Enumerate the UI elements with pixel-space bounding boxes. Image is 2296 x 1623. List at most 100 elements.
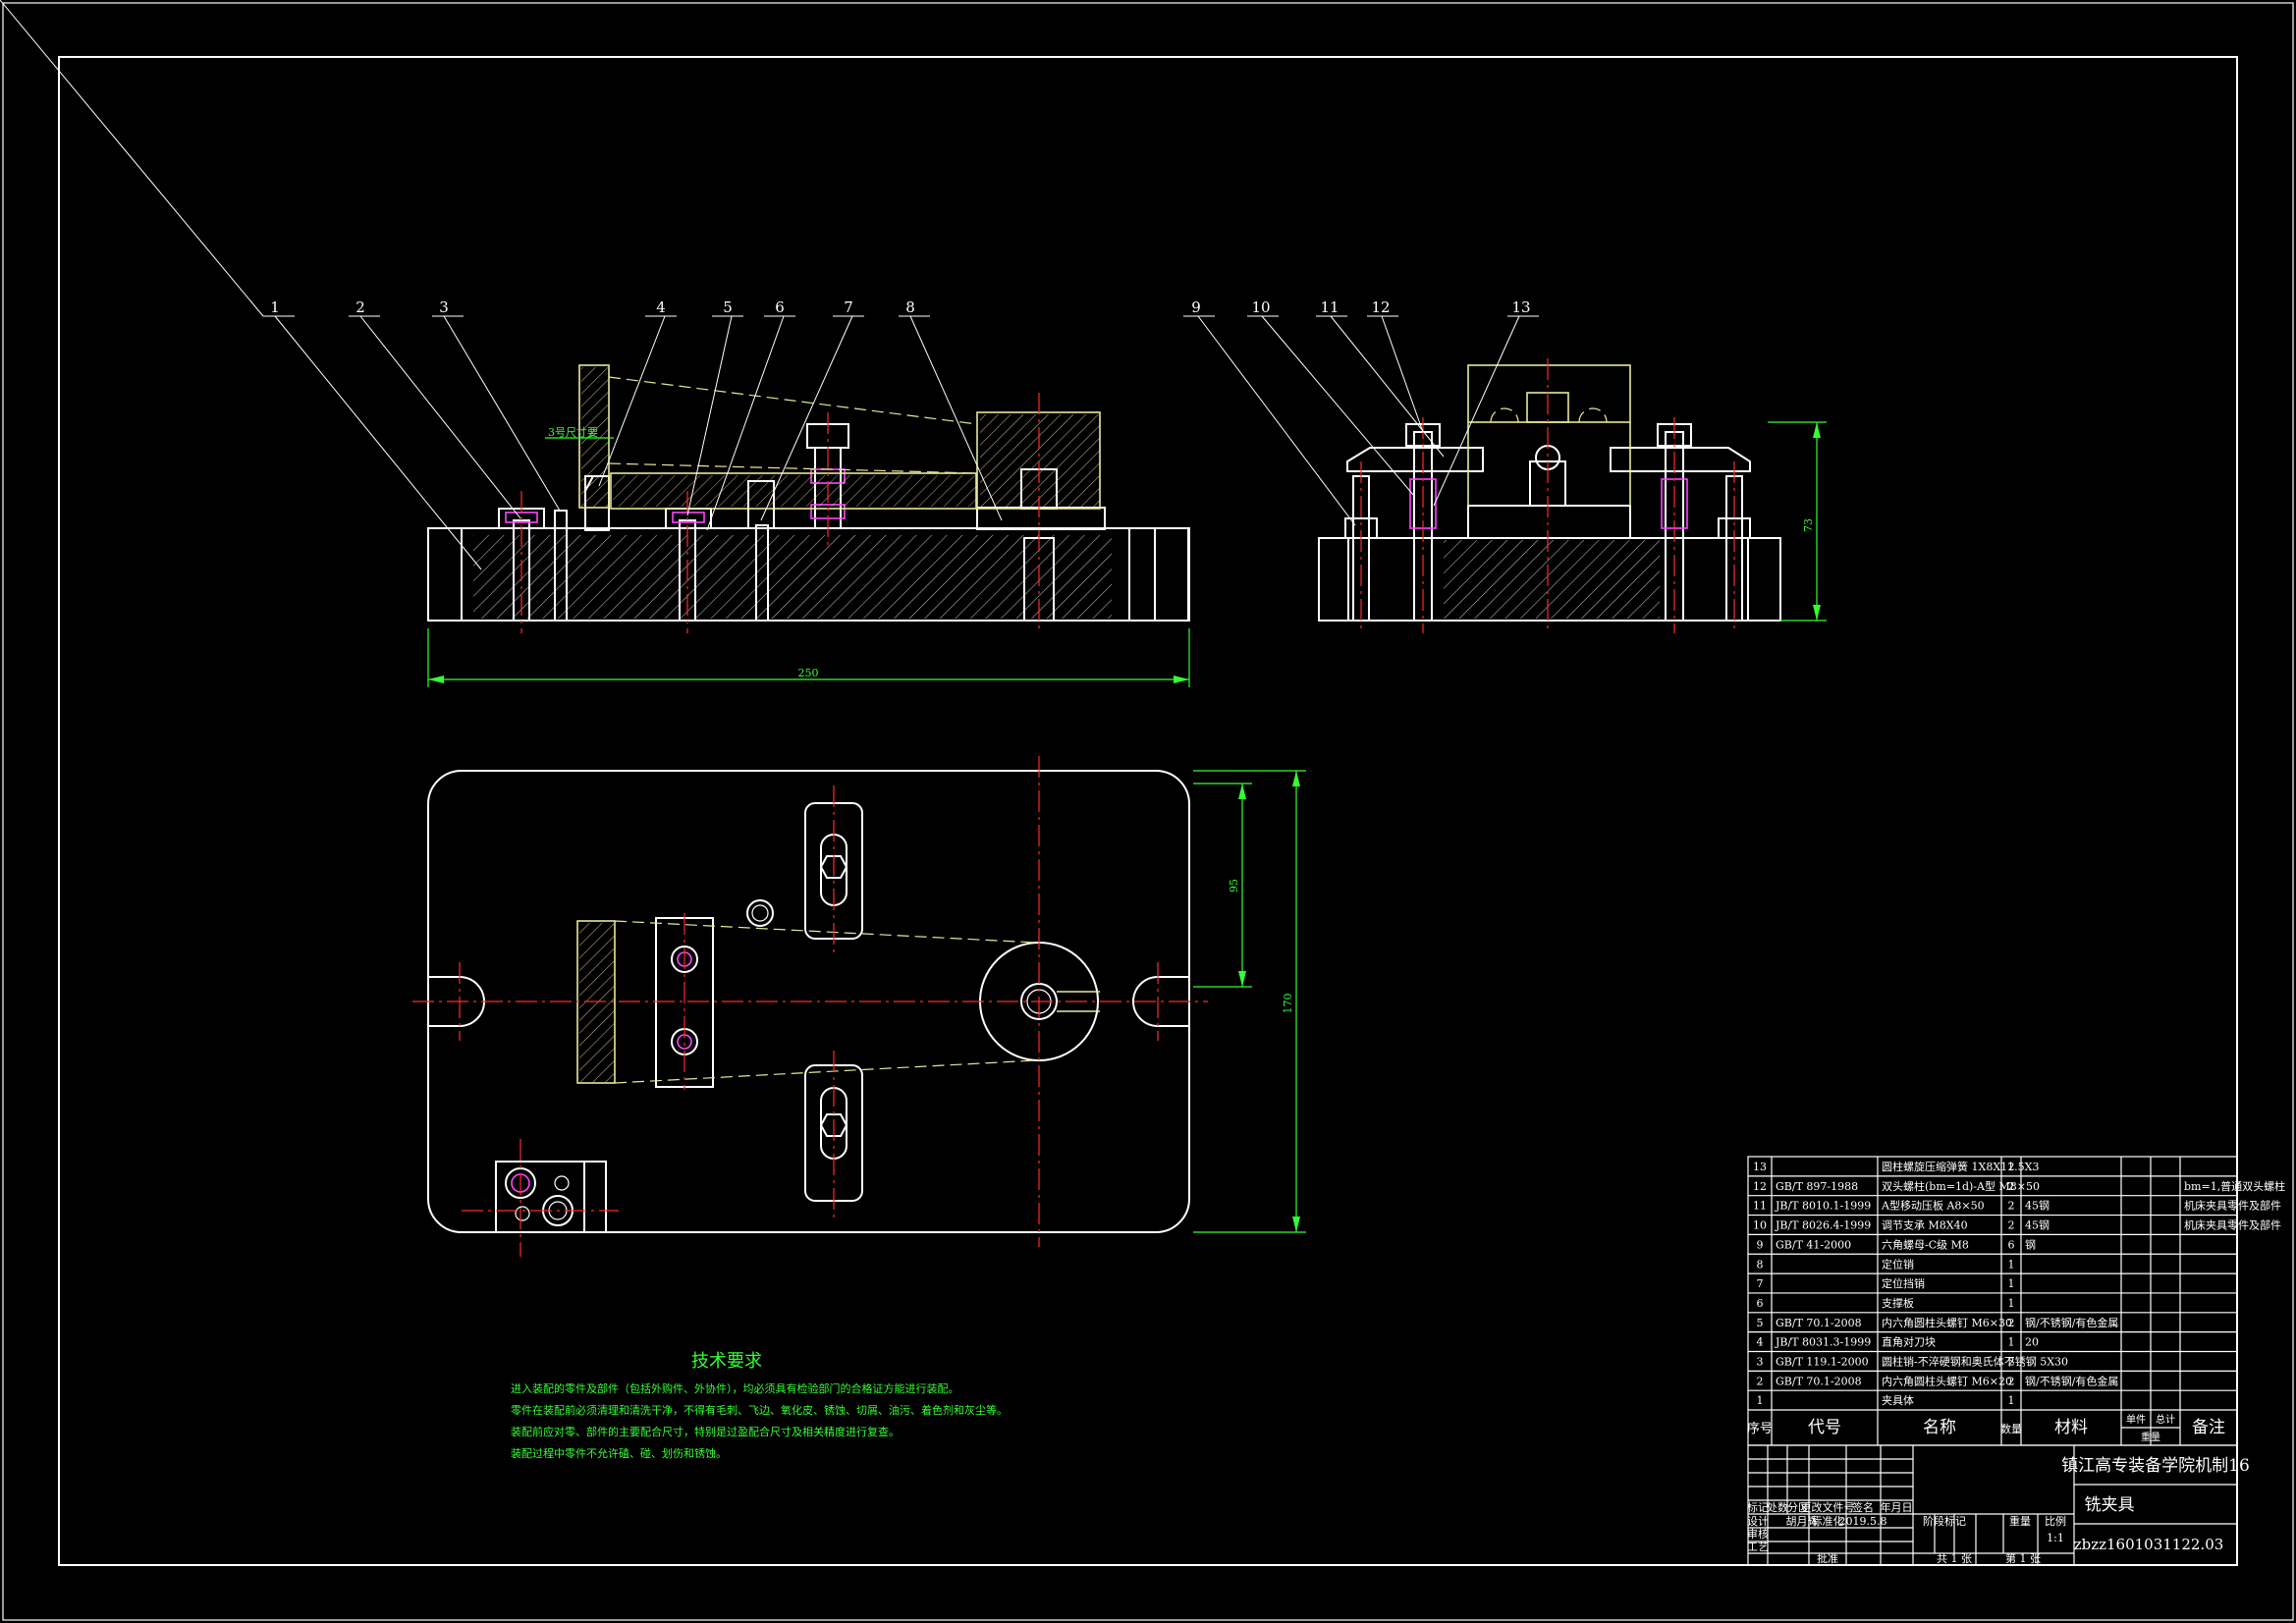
tech-title: 技术要求 [691, 1351, 762, 1372]
tb-label-weight: 重量 [2009, 1514, 2031, 1528]
tb-label-date: 年月日 [1881, 1500, 1913, 1514]
tb-label-sign: 签名 [1852, 1500, 1874, 1514]
bom-cell-note: 机床夹具零件及部件 [2184, 1199, 2281, 1213]
tech-line-1: 进入装配的零件及部件（包括外购件、外协件），均必须具有检验部门的合格证方能进行装… [511, 1381, 959, 1395]
bom-cell-name: 调节支承 M8X40 [1882, 1219, 1968, 1232]
tb-label-scale: 比例 [2045, 1514, 2066, 1528]
tb-drawing-no: zbzz1601031122.03 [2074, 1536, 2224, 1553]
balloon-1: 1 [270, 298, 280, 316]
balloon-6: 6 [775, 298, 785, 316]
hdr-note: 备注 [2192, 1418, 2225, 1437]
tb-label-review: 审核 [1747, 1527, 1769, 1541]
bom-cell-qty: 1 [2008, 1258, 2015, 1271]
front-section-view: 250 3号尺寸要 [427, 364, 1190, 687]
title-block: 标记 处数 分区 更改文件号 签名 年月日 设计 标准化 审核 工艺 批准 阶段… [1747, 1444, 2250, 1566]
tb-date: 2019.5.8 [1839, 1515, 1887, 1528]
bom-cell-no: 3 [1757, 1356, 1764, 1369]
bom-cell-material: 钢/不锈钢/有色金属 [2025, 1374, 2118, 1387]
dim-height: 73 [1802, 518, 1815, 532]
side-section-view: 73 [1318, 358, 1827, 633]
dim-length: 250 [798, 667, 819, 679]
bom-cell-qty: 1 [2008, 1336, 2015, 1349]
bom-cell-code: JB/T 8031.3-1999 [1775, 1336, 1871, 1349]
bom-cell-qty: 6 [2008, 1238, 2015, 1251]
bom-cell-code: GB/T 897-1988 [1776, 1180, 1858, 1193]
tech-line-4: 装配过程中零件不允许磕、碰、划伤和锈蚀。 [511, 1446, 727, 1460]
bom-cell-name: 内六角圆柱头螺钉 M6×20 [1882, 1374, 2012, 1387]
bom-cell-no: 5 [1757, 1317, 1764, 1329]
balloon-4: 4 [656, 298, 666, 316]
bom-cell-no: 7 [1757, 1277, 1764, 1290]
balloon-9: 9 [1191, 298, 1201, 316]
tb-designer: 胡月辉 [1786, 1514, 1819, 1528]
annotation-text: 3号尺寸要 [548, 425, 598, 439]
bom-cell-no: 10 [1753, 1219, 1767, 1232]
balloon-2: 2 [355, 298, 365, 316]
bom-cell-qty: 2 [2008, 1161, 2015, 1173]
bom-cell-name: 圆柱销-不淬硬钢和奥氏体不锈钢 5X30 [1882, 1355, 2068, 1369]
bom-cell-no: 9 [1757, 1238, 1764, 1251]
tb-label-process: 工艺 [1747, 1541, 1769, 1553]
balloon-11: 11 [1320, 298, 1339, 316]
bom-cell-material: 45钢 [2025, 1200, 2050, 1213]
bom-cell-qty: 1 [2008, 1394, 2015, 1407]
tb-sheets-total: 共 1 张 [1937, 1552, 1972, 1565]
bom-cell-material: 20 [2025, 1336, 2039, 1349]
bom-cell-name: 支撑板 [1882, 1296, 1914, 1310]
bom-cell-qty: 1 [2008, 1297, 2015, 1310]
bom-cell-code: JB/T 8010.1-1999 [1775, 1200, 1871, 1213]
balloon-8: 8 [905, 298, 915, 316]
hdr-qty: 数量 [2000, 1423, 2022, 1435]
hdr-no: 序号 [1747, 1422, 1773, 1436]
balloon-5: 5 [723, 298, 733, 316]
bom-cell-qty: 2 [2008, 1356, 2015, 1369]
balloon-leaders [0, 0, 1539, 570]
bom-cell-name: 圆柱螺旋压缩弹簧 1X8X11.5X3 [1882, 1160, 2039, 1173]
bom-cell-no: 13 [1753, 1161, 1767, 1173]
bom-cell-qty: 2 [2008, 1219, 2015, 1232]
bom-cell-qty: 2 [2008, 1317, 2015, 1329]
balloon-13: 13 [1511, 298, 1530, 316]
hdr-total-weight: 总计 [2156, 1413, 2175, 1426]
bom-cell-name: 双头螺柱(bm=1d)-A型 M8×50 [1882, 1179, 2040, 1193]
bom-cell-name: A型移动压板 A8×50 [1881, 1199, 1985, 1213]
bom-cell-name: 夹具体 [1882, 1393, 1914, 1407]
dim-pitch: 95 [1228, 879, 1240, 893]
tb-label-mark: 标记 [1747, 1500, 1769, 1514]
tech-line-3: 装配前应对零、部件的主要配合尺寸，特别是过盈配合尺寸及相关精度进行复查。 [511, 1425, 900, 1438]
technical-requirements: 技术要求 进入装配的零件及部件（包括外购件、外协件），均必须具有检验部门的合格证… [511, 1351, 1008, 1460]
tech-line-2: 零件在装配前必须清理和清洗干净，不得有毛刺、飞边、氧化皮、锈蚀、切屑、油污、着色… [511, 1403, 1008, 1417]
bom-cell-no: 1 [1757, 1394, 1764, 1407]
bom-cell-no: 2 [1757, 1375, 1764, 1387]
bom-cell-material: 钢 [2025, 1238, 2036, 1251]
bom-cell-name: 内六角圆柱头螺钉 M6×30 [1882, 1316, 2012, 1329]
tb-label-change: 更改文件号 [1801, 1500, 1855, 1514]
bom-cell-code: GB/T 119.1-2000 [1776, 1356, 1869, 1369]
balloon-12: 12 [1371, 298, 1390, 316]
top-view: 170 95 [412, 756, 1306, 1257]
bom-cell-material: 45钢 [2025, 1219, 2050, 1232]
bom-cell-name: 定位销 [1882, 1257, 1914, 1271]
body-hatch [473, 535, 1112, 619]
tb-label-standard: 标准化 [1812, 1514, 1844, 1528]
bom-cell-no: 6 [1757, 1297, 1764, 1310]
bom-cell-name: 直角对刀块 [1882, 1335, 1936, 1349]
hdr-material: 材料 [2054, 1418, 2088, 1437]
tb-school: 镇江高专装备学院机制16 [2061, 1456, 2250, 1476]
hdr-code: 代号 [1808, 1418, 1841, 1437]
bom-cell-qty: 2 [2008, 1180, 2015, 1193]
tb-label-design: 设计 [1747, 1515, 1769, 1528]
bom-cell-code: GB/T 70.1-2008 [1776, 1317, 1862, 1329]
bom-cell-qty: 1 [2008, 1277, 2015, 1290]
dim-width: 170 [1282, 994, 1294, 1014]
tb-label-count: 处数 [1767, 1501, 1788, 1514]
bom-cell-name: 定位挡销 [1882, 1276, 1925, 1290]
tb-label-zone: 分区 [1787, 1501, 1809, 1514]
tb-label-stage: 阶段标记 [1923, 1514, 1966, 1528]
bom-cell-qty: 2 [2008, 1200, 2015, 1213]
bom-cell-code: GB/T 41-2000 [1776, 1238, 1851, 1251]
bom-cell-note: bm=1,普通双头螺柱 [2184, 1179, 2285, 1193]
